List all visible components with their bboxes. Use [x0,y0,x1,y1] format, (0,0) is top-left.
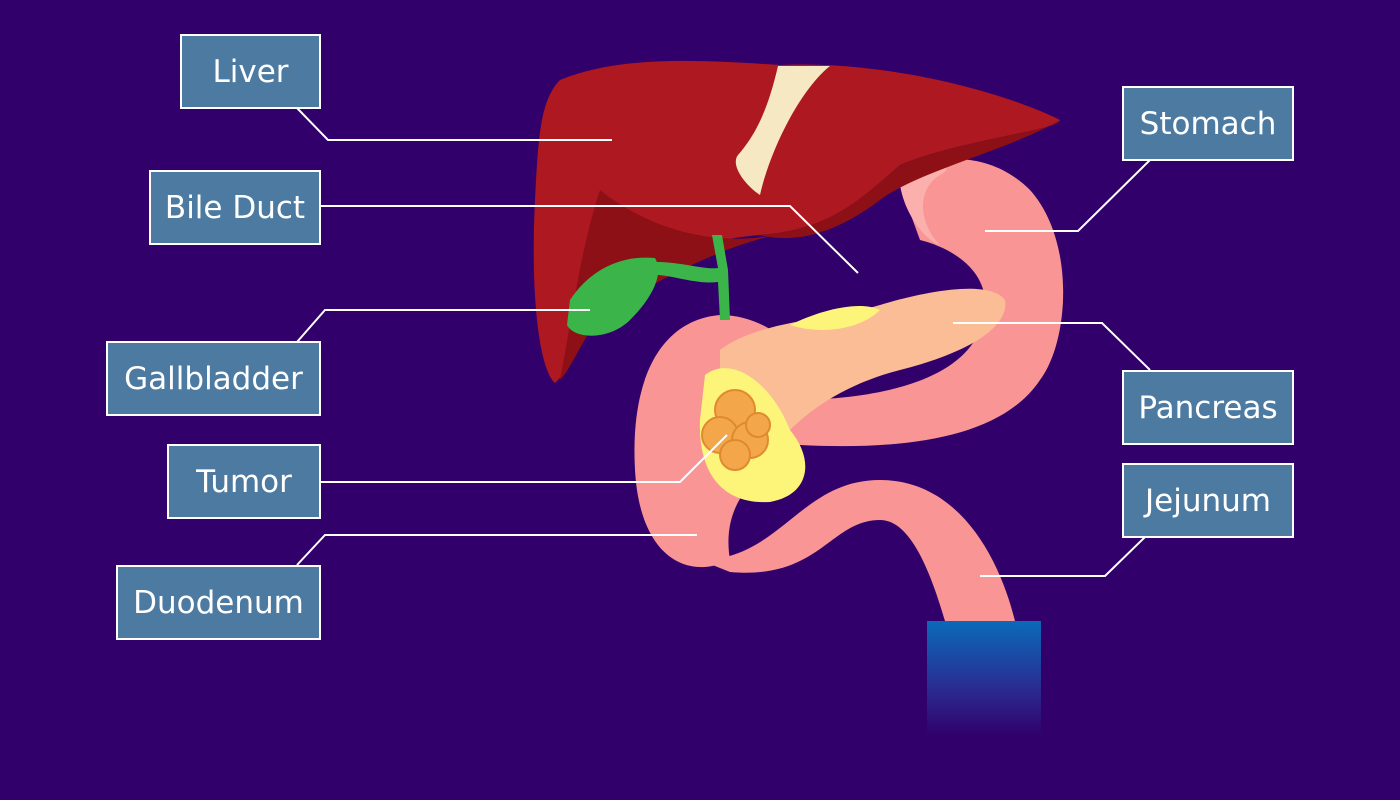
pancreas-leader [953,322,1151,371]
tumor-mass [701,389,771,471]
liver-leader [296,107,612,141]
label-gallbladder: Gallbladder [106,341,321,416]
intestine-continuation [927,621,1041,736]
label-pancreas: Pancreas [1122,370,1294,445]
bile-duct [640,235,730,320]
liver [533,60,1060,384]
label-duodenum: Duodenum [116,565,321,640]
label-jejunum: Jejunum [1122,463,1294,538]
label-liver: Liver [180,34,321,109]
tumor-leader [320,434,728,483]
label-tumor: Tumor [167,444,321,519]
jejunum-leader [980,536,1146,577]
duodenum-leader [296,534,697,566]
leader-lines [296,107,1151,577]
stomach-leader [985,159,1151,232]
label-stomach: Stomach [1122,86,1294,161]
gallbladder [567,257,659,336]
bile-duct-leader [320,205,859,274]
gallbladder-leader [296,309,590,343]
label-bile-duct: Bile Duct [149,170,321,245]
